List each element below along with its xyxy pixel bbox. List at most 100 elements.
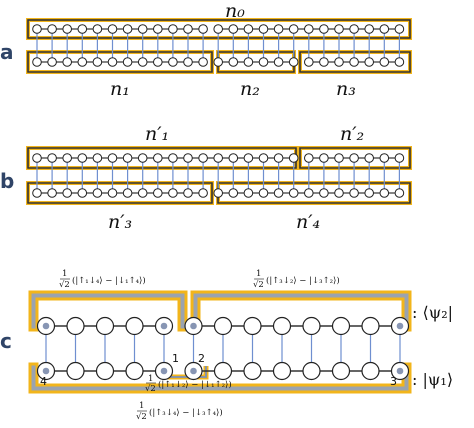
state-psi2: : ⟨ψ₂| — [412, 303, 453, 322]
lattice-site — [304, 188, 314, 198]
sites-a-top — [32, 24, 405, 34]
lattice-site — [288, 57, 299, 67]
spin-marker — [160, 322, 168, 330]
lattice-site — [364, 188, 375, 198]
lattice-site — [122, 57, 133, 67]
lattice-site — [137, 153, 148, 163]
lattice-site — [304, 24, 314, 34]
label-n0: n₀ — [225, 0, 245, 22]
lattice-site — [92, 188, 103, 198]
site-number-1: 1 — [172, 352, 179, 365]
lattice-site — [62, 24, 72, 34]
lattice-site — [319, 24, 329, 34]
norm-num: 1 — [62, 269, 67, 279]
lattice-site — [334, 57, 344, 67]
lattice-site — [334, 188, 344, 198]
label-n2-prime: n′₂ — [340, 123, 364, 145]
lattice-site — [168, 24, 178, 34]
spin-marker — [396, 367, 404, 375]
lattice-site — [198, 57, 208, 67]
lattice-site — [331, 316, 351, 336]
lattice-site — [258, 153, 269, 163]
panel-a: a n₀ n₁ n₂ n₃ — [0, 0, 412, 100]
lattice-site — [183, 24, 193, 34]
lattice-site — [394, 188, 405, 198]
lattice-site — [92, 57, 103, 67]
lattice-site — [302, 316, 321, 336]
lattice-site — [137, 57, 148, 67]
lattice-site — [258, 188, 269, 198]
formula-text: (|↑₃↓₂⟩ − |↓₃↑₂⟩) — [266, 275, 340, 286]
lattice-site — [125, 316, 144, 336]
lattice-site — [62, 188, 72, 198]
lattice-site — [319, 57, 329, 67]
lattice-site — [379, 57, 390, 67]
lattice-site — [243, 316, 262, 336]
lattice-site — [349, 57, 359, 67]
lattice-site — [168, 188, 178, 198]
norm-num: 1 — [139, 401, 144, 411]
lattice-site — [153, 57, 163, 67]
label-n4-prime: n′₄ — [296, 211, 320, 233]
lattice-site — [273, 153, 284, 163]
lattice-site — [288, 24, 299, 34]
lattice-site — [77, 188, 88, 198]
lattice-site — [213, 57, 223, 67]
lattice-site — [125, 361, 144, 381]
lattice-site — [258, 24, 269, 34]
lattice-site — [66, 316, 85, 336]
lattice-site — [107, 153, 118, 163]
lattice-site — [213, 153, 223, 163]
panel-c-label: c — [0, 329, 12, 353]
rungs-b — [36, 158, 400, 193]
lattice-site — [302, 361, 321, 381]
frame-c-top-left — [28, 290, 188, 332]
lattice-site — [228, 24, 239, 34]
lattice-site — [319, 153, 329, 163]
lattice-site — [213, 316, 233, 336]
lattice-site — [304, 153, 314, 163]
lattice-site — [243, 361, 262, 381]
frame-n1-prime-inner — [27, 147, 297, 169]
lattice-site — [364, 153, 375, 163]
lattice-site — [168, 57, 178, 67]
lattice-site — [198, 24, 208, 34]
lattice-site — [379, 153, 390, 163]
lattice-site — [153, 188, 163, 198]
panel-c: c 1 √2 (|↑₁↓₄⟩ − |↓₁↑₄⟩) 1 √2 (|↑₃↓₂⟩ − … — [0, 269, 453, 422]
lattice-site — [77, 153, 88, 163]
lattice-site — [243, 57, 254, 67]
lattice-site — [394, 24, 405, 34]
lattice-site — [213, 361, 233, 381]
lattice-site — [288, 153, 299, 163]
lattice-site — [288, 188, 299, 198]
lattice-site — [198, 188, 208, 198]
lattice-site — [32, 188, 42, 198]
frame-n2-prime-inner — [299, 147, 411, 169]
lattice-site — [183, 57, 193, 67]
lattice-site — [334, 153, 344, 163]
lattice-site — [334, 24, 344, 34]
lattice-site — [47, 188, 57, 198]
lattice-site — [361, 361, 380, 381]
lattice-site — [349, 188, 359, 198]
lattice-site — [213, 24, 223, 34]
lattice-site — [273, 188, 284, 198]
label-n3: n₃ — [336, 78, 356, 100]
formula-bottom: 1 √2 (|↑₃↓₄⟩ − |↓₃↑₄⟩) — [136, 401, 223, 422]
norm-den: √2 — [59, 280, 70, 290]
lattice-site — [137, 188, 148, 198]
formula-top-left: 1 √2 (|↑₁↓₄⟩ − |↓₁↑₄⟩) — [59, 269, 146, 290]
lattice-site — [361, 316, 380, 336]
lattice-site — [379, 188, 390, 198]
lattice-site — [228, 57, 239, 67]
lattice-site — [32, 24, 42, 34]
norm-num: 1 — [148, 374, 153, 384]
lattice-site — [47, 57, 57, 67]
lattice-site — [122, 153, 133, 163]
lattice-site — [77, 24, 88, 34]
sites-a-bottom — [32, 57, 405, 67]
sites-b-bottom — [32, 188, 405, 198]
lattice-site — [213, 188, 223, 198]
spin-marker — [42, 367, 50, 375]
